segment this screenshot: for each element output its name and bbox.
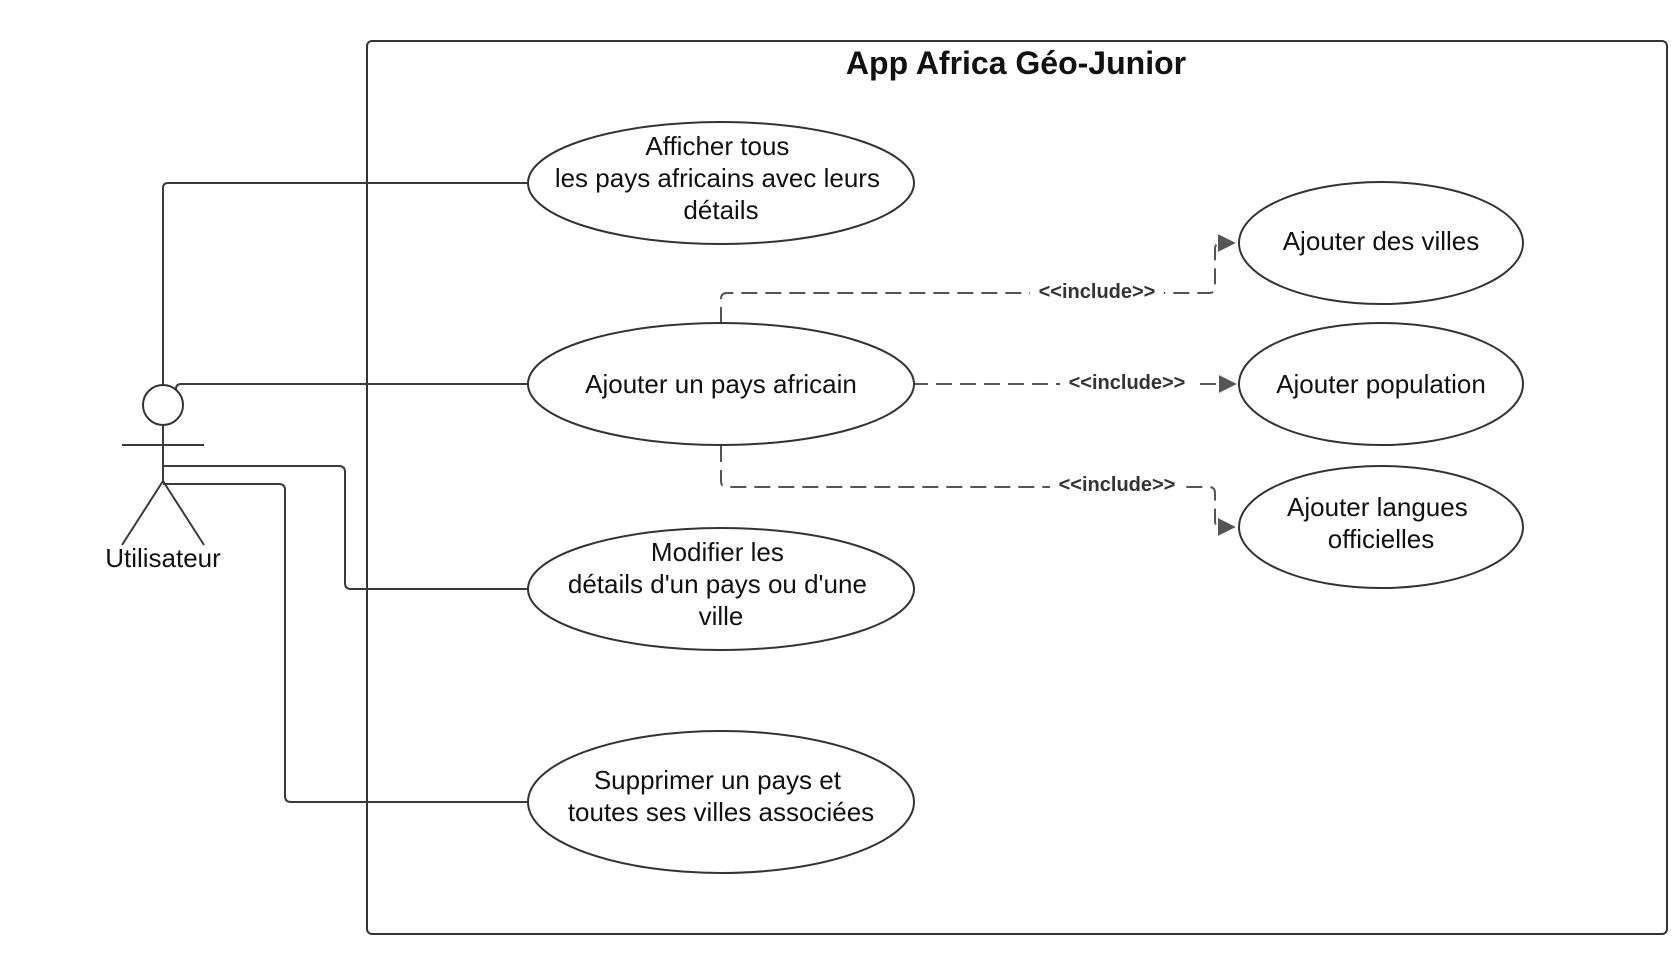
include-label-population: <<include>>	[1069, 372, 1186, 394]
include-villes-line	[720, 234, 1236, 323]
use-case-villes[interactable]: Ajouter des villes	[1238, 181, 1524, 305]
include-langues-line	[720, 446, 1236, 536]
use-case-langues[interactable]: Ajouter langues officielles	[1238, 465, 1524, 589]
actor-left-leg	[121, 480, 164, 546]
use-case-population-label: Ajouter population	[1276, 369, 1486, 399]
actor-right-leg	[162, 480, 205, 546]
use-case-ajouter-pays-label: Ajouter un pays africain	[585, 369, 857, 399]
use-case-modifier-label: Modifier les détails d'un pays ou d'une …	[568, 537, 874, 631]
include-label-villes: <<include>>	[1039, 281, 1156, 303]
actor-label: Utilisateur	[105, 543, 221, 573]
system-title: App Africa Géo-Junior	[846, 45, 1186, 81]
association-modifier	[163, 465, 528, 590]
use-case-villes-label: Ajouter des villes	[1283, 226, 1480, 256]
use-case-afficher[interactable]: Afficher tous les pays africains avec le…	[527, 121, 915, 245]
association-ajouter-pays	[175, 383, 528, 393]
use-case-population[interactable]: Ajouter population	[1238, 322, 1524, 446]
use-case-afficher-label: Afficher tous les pays africains avec le…	[555, 131, 887, 225]
include-label-langues: <<include>>	[1059, 474, 1176, 496]
association-supprimer	[163, 483, 528, 803]
use-case-ajouter-pays[interactable]: Ajouter un pays africain	[527, 322, 915, 446]
association-afficher	[162, 182, 528, 388]
use-case-supprimer[interactable]: Supprimer un pays et toutes ses villes a…	[527, 730, 915, 874]
actor-head	[142, 384, 184, 426]
actor-figure	[121, 384, 205, 546]
system-boundary	[366, 40, 1668, 935]
use-case-langues-label: Ajouter langues officielles	[1287, 492, 1475, 554]
use-case-supprimer-label: Supprimer un pays et toutes ses villes a…	[568, 765, 874, 827]
use-case-modifier[interactable]: Modifier les détails d'un pays ou d'une …	[527, 527, 915, 651]
